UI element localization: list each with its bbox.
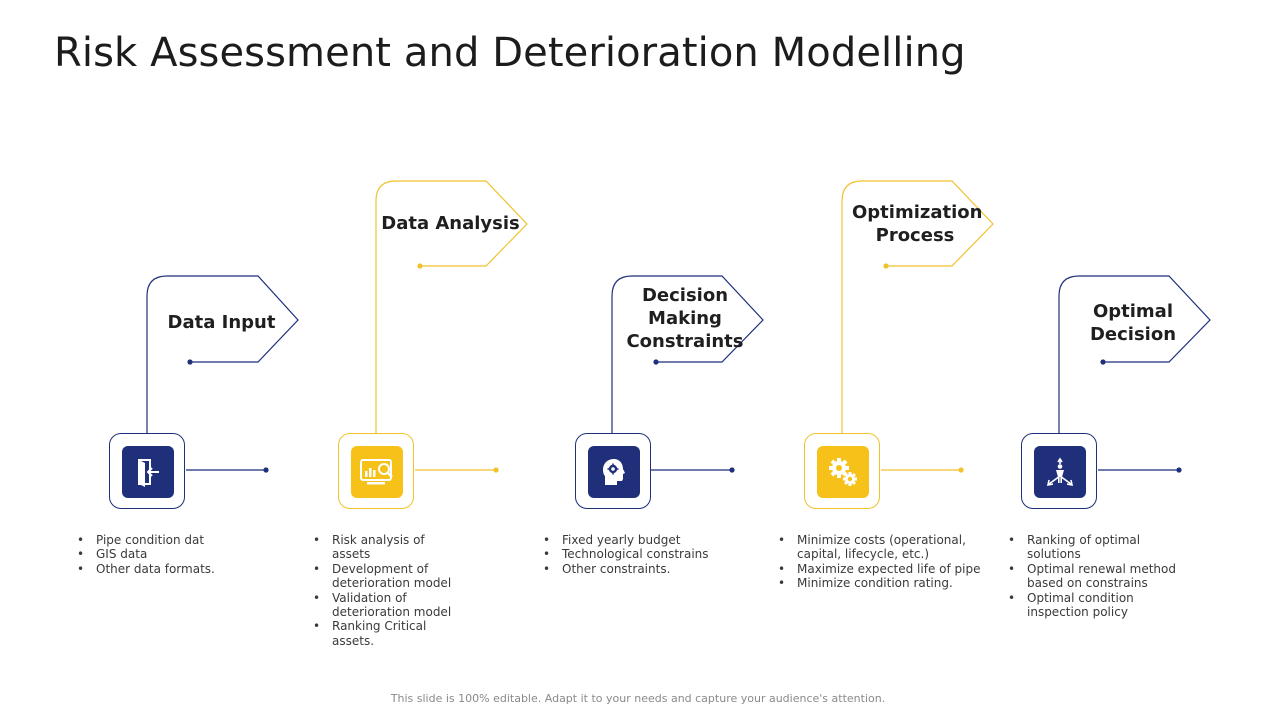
step-4-flag-dot xyxy=(883,263,889,269)
step-2-bullets: Risk analysis of assets Development of d… xyxy=(312,533,460,648)
list-item: Other constraints. xyxy=(542,562,727,577)
list-item: Minimize condition rating. xyxy=(777,576,992,591)
step-1-bullets: Pipe condition dat GIS data Other data f… xyxy=(76,533,251,577)
person-arrows-icon xyxy=(1034,446,1086,498)
gears-icon xyxy=(817,446,869,498)
step-1-flag-outline xyxy=(146,275,299,433)
step-5-label: Optimal Decision xyxy=(1089,301,1177,345)
step-4-label: Optimization Process xyxy=(852,202,983,246)
step-5-flag-outline xyxy=(1058,275,1211,433)
list-item: Ranking of optimal solutions xyxy=(1007,533,1187,562)
step-3-side-dot xyxy=(729,467,735,473)
list-item: Technological constrains xyxy=(542,547,727,562)
step-2-flag-dot xyxy=(417,263,423,269)
list-item: Other data formats. xyxy=(76,562,251,577)
footer-note: This slide is 100% editable. Adapt it to… xyxy=(390,692,886,705)
step-1-label: Data Input xyxy=(167,312,276,333)
list-item: Maximize expected life of pipe xyxy=(777,562,992,577)
list-item: GIS data xyxy=(76,547,251,562)
step-3-flag-dot xyxy=(653,359,659,365)
page-title: Risk Assessment and Deterioration Modell… xyxy=(54,30,966,76)
step-5-icon-box xyxy=(1021,433,1097,509)
list-item: Development of deterioration model xyxy=(312,562,460,591)
step-2-icon-box xyxy=(338,433,414,509)
step-1-side-dot xyxy=(263,467,269,473)
enter-icon xyxy=(122,446,174,498)
step-5-bullets: Ranking of optimal solutions Optimal ren… xyxy=(1007,533,1187,619)
step-4-flag-outline xyxy=(841,180,994,433)
step-2-flag-outline xyxy=(375,180,528,433)
list-item: Pipe condition dat xyxy=(76,533,251,548)
step-5-connector xyxy=(1058,275,1211,471)
list-item: Validation of deterioration model xyxy=(312,591,460,620)
step-4-side-dot xyxy=(958,467,964,473)
step-5-flag-dot xyxy=(1100,359,1106,365)
step-3-flag-outline xyxy=(611,275,764,433)
step-2-connector xyxy=(375,180,528,471)
step-4-bullets: Minimize costs (operational, capital, li… xyxy=(777,533,992,591)
step-2-side-dot xyxy=(493,467,499,473)
head-gear-icon xyxy=(588,446,640,498)
list-item: Fixed yearly budget xyxy=(542,533,727,548)
step-3-label: Decision Making Constraints xyxy=(626,285,744,352)
monitor-search-icon xyxy=(351,446,403,498)
list-item: Optimal condition inspection policy xyxy=(1007,591,1187,620)
step-2-label: Data Analysis xyxy=(381,213,520,234)
step-1-connector xyxy=(146,275,299,471)
list-item: Optimal renewal method based on constrai… xyxy=(1007,562,1187,591)
step-1-icon-box xyxy=(109,433,185,509)
list-item: Minimize costs (operational, capital, li… xyxy=(777,533,992,562)
step-3-bullets: Fixed yearly budget Technological constr… xyxy=(542,533,727,577)
step-1-flag-dot xyxy=(187,359,193,365)
step-3-icon-box xyxy=(575,433,651,509)
step-4-connector xyxy=(841,180,994,471)
step-4-icon-box xyxy=(804,433,880,509)
list-item: Ranking Critical assets. xyxy=(312,619,460,648)
list-item: Risk analysis of assets xyxy=(312,533,460,562)
step-3-connector xyxy=(611,275,764,471)
step-5-side-dot xyxy=(1176,467,1182,473)
